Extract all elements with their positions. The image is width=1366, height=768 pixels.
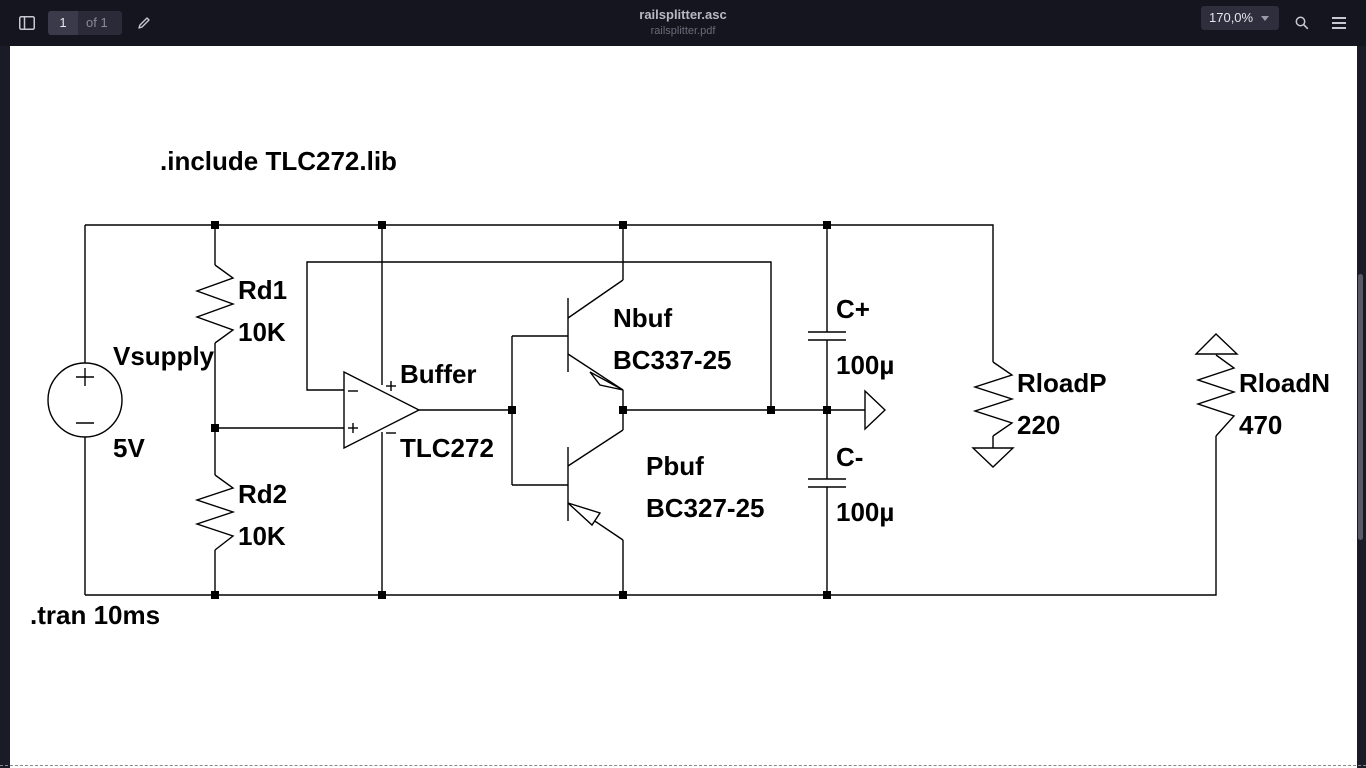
page-count-label: of 1 (86, 15, 108, 30)
supply-flag-symbol (1194, 333, 1239, 355)
capacitor-cplus (808, 331, 846, 341)
edit-button[interactable] (132, 11, 156, 35)
opamp-buffer (343, 370, 421, 450)
vertical-scrollbar[interactable] (1358, 274, 1363, 540)
voltage-source-vsupply (47, 362, 123, 438)
resistor-rloadp (972, 361, 1015, 437)
search-icon (1295, 16, 1309, 30)
hamburger-menu-icon (1332, 17, 1346, 29)
rloadp-label: RloadP (1017, 368, 1107, 398)
pdf-page (10, 46, 1357, 768)
junction-dots (211, 221, 831, 599)
rd2-value: 10K (238, 521, 286, 551)
rloadp-value: 220 (1017, 410, 1060, 440)
opamp-label: Buffer (400, 359, 477, 389)
include-directive: .include TLC272.lib (160, 146, 397, 176)
capacitor-cminus (808, 478, 846, 488)
transistor-pbuf (567, 429, 624, 541)
sidebar-toggle-icon (19, 16, 35, 30)
nbuf-label: Nbuf (613, 303, 673, 333)
document-subtitle: railsplitter.pdf (650, 25, 716, 37)
pdf-viewer-toolbar: 1 of 1 railsplitter.asc railsplitter.pdf… (0, 0, 1366, 46)
cminus-label: C- (836, 442, 863, 472)
tran-directive: .tran 10ms (30, 600, 160, 630)
vsupply-label: Vsupply (113, 341, 215, 371)
rloadn-label: RloadN (1239, 368, 1330, 398)
menu-button[interactable] (1326, 11, 1352, 35)
page-number-input[interactable]: 1 (48, 11, 78, 35)
output-port-flag (864, 389, 887, 431)
document-title: railsplitter.asc (639, 7, 727, 22)
schematic-wires (84, 224, 1217, 596)
zoom-value: 170,0% (1209, 10, 1254, 25)
rd1-value: 10K (238, 317, 286, 347)
sidebar-toggle-button[interactable] (14, 11, 40, 35)
pencil-icon (138, 17, 150, 29)
resistor-rd2 (194, 474, 236, 551)
vsupply-value: 5V (113, 433, 145, 463)
rloadn-value: 470 (1239, 410, 1282, 440)
zoom-select[interactable]: 170,0% (1201, 6, 1279, 30)
cplus-label: C+ (836, 294, 870, 324)
search-button[interactable] (1290, 11, 1314, 35)
resistor-rd1 (194, 264, 236, 344)
pbuf-label: Pbuf (646, 451, 704, 481)
page-navigator: 1 of 1 (48, 11, 122, 35)
resistor-rloadn (1195, 354, 1237, 437)
document-title-block: railsplitter.asc railsplitter.pdf (483, 6, 883, 38)
cminus-value: 100µ (836, 497, 894, 527)
cplus-value: 100µ (836, 350, 894, 380)
page-bottom-edge (0, 765, 1366, 766)
chevron-down-icon (1261, 16, 1269, 21)
nbuf-value: BC337-25 (613, 345, 732, 375)
pbuf-value: BC327-25 (646, 493, 765, 523)
transistor-nbuf (567, 279, 624, 391)
ground-symbol (971, 447, 1015, 468)
rd2-label: Rd2 (238, 479, 287, 509)
rd1-label: Rd1 (238, 275, 287, 305)
opamp-value: TLC272 (400, 433, 494, 463)
